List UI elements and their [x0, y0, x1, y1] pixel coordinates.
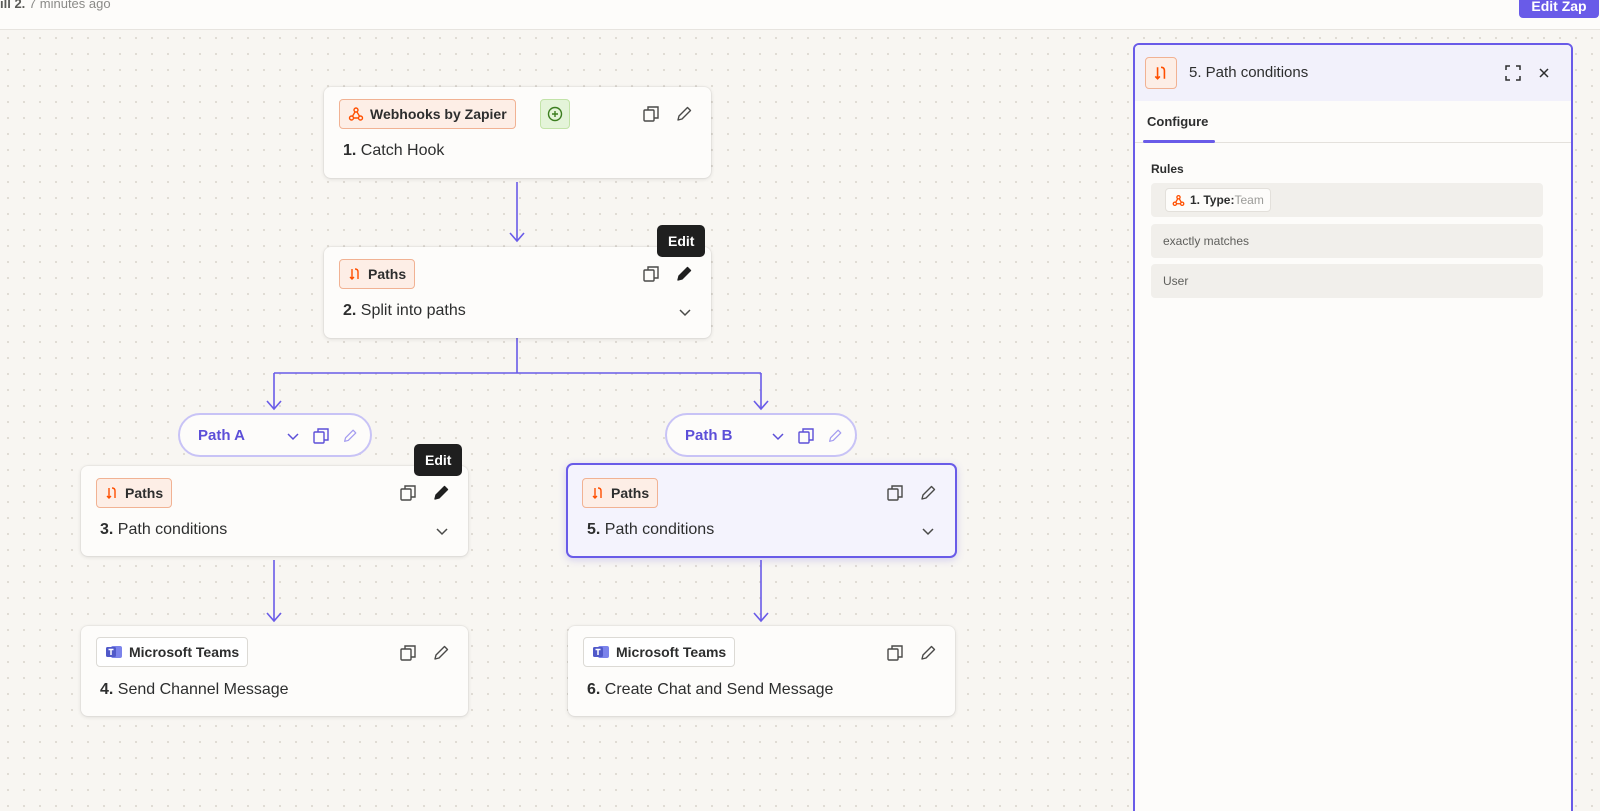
copy-icon[interactable]: [884, 482, 906, 504]
edit-tooltip: Edit: [414, 444, 463, 476]
paths-icon: [591, 486, 605, 500]
chevron-down-icon[interactable]: [284, 427, 302, 445]
copy-icon[interactable]: [884, 642, 906, 664]
pencil-icon[interactable]: [917, 482, 939, 504]
step-number: 1.: [343, 142, 357, 159]
chevron-down-icon[interactable]: [769, 427, 787, 445]
app-name: Paths: [368, 266, 407, 282]
step-number: 3.: [100, 521, 114, 538]
step-card-1[interactable]: Webhooks by Zapier 1. Catch Hook: [324, 87, 711, 178]
app-badge-webhooks: Webhooks by Zapier: [339, 99, 516, 129]
paths-icon: [348, 267, 362, 281]
copy-icon[interactable]: [310, 425, 332, 447]
step-number: 6.: [587, 681, 601, 698]
rules-label: Rules: [1151, 162, 1184, 176]
copy-icon[interactable]: [397, 482, 419, 504]
operator-value: exactly matches: [1163, 234, 1250, 248]
panel-header: 5. Path conditions: [1135, 45, 1571, 101]
rule-operator-select[interactable]: exactly matches: [1151, 224, 1543, 258]
step-number: 5.: [587, 521, 601, 538]
app-badge-paths: Paths: [582, 478, 659, 508]
step-title: 6. Create Chat and Send Message: [587, 681, 833, 699]
step-card-2[interactable]: Paths 2. Split into paths: [324, 247, 711, 338]
step-name: Path conditions: [117, 521, 228, 538]
pencil-icon[interactable]: [430, 642, 452, 664]
panel-title: 5. Path conditions: [1189, 64, 1309, 81]
path-b-pill[interactable]: Path B: [665, 413, 857, 457]
app-badge-teams: Microsoft Teams: [583, 637, 736, 667]
step-title: 2. Split into paths: [343, 302, 466, 320]
app-name: Paths: [611, 485, 650, 501]
path-label: Path A: [198, 427, 245, 444]
step-number: 2.: [343, 302, 357, 319]
pencil-icon[interactable]: [430, 482, 452, 504]
active-tab-indicator: [1143, 140, 1215, 143]
tab-configure[interactable]: Configure: [1147, 114, 1209, 129]
step-name: Create Chat and Send Message: [604, 681, 834, 698]
field-chip[interactable]: 1. Type:Team: [1165, 188, 1271, 212]
edit-zap-button[interactable]: Edit Zap: [1519, 0, 1599, 18]
step-title: 5. Path conditions: [587, 521, 714, 539]
chevron-down-icon[interactable]: [433, 522, 451, 540]
step-title: 1. Catch Hook: [343, 142, 444, 160]
pencil-icon[interactable]: [339, 425, 361, 447]
step-card-4[interactable]: Microsoft Teams 4. Send Channel Message: [81, 626, 468, 716]
step-card-5[interactable]: Paths 5. Path conditions: [566, 463, 957, 558]
step-name: Send Channel Message: [117, 681, 289, 698]
zap-status: ill 2. 7 minutes ago: [0, 0, 111, 11]
path-a-pill[interactable]: Path A: [178, 413, 372, 457]
app-badge-paths: Paths: [339, 259, 416, 289]
step-name: Split into paths: [360, 302, 466, 319]
pencil-icon[interactable]: [673, 263, 695, 285]
app-badge-teams: Microsoft Teams: [96, 637, 249, 667]
edit-tooltip: Edit: [657, 225, 706, 257]
step-details-panel: 5. Path conditions Configure Rules 1. Ty…: [1133, 43, 1573, 811]
webhook-icon: [1172, 194, 1185, 207]
chevron-down-icon[interactable]: [676, 303, 694, 321]
step-number: 4.: [100, 681, 114, 698]
webhook-icon: [348, 106, 364, 122]
chip-value: Team: [1234, 193, 1264, 207]
step-title: 3. Path conditions: [100, 521, 227, 539]
app-name: Microsoft Teams: [129, 644, 240, 660]
top-bar: ill 2. 7 minutes ago Edit Zap: [0, 0, 1600, 30]
status-version: ill 2.: [0, 0, 26, 11]
app-name: Webhooks by Zapier: [370, 106, 507, 122]
copy-icon[interactable]: [640, 103, 662, 125]
rule-value: User: [1163, 274, 1189, 288]
microsoft-teams-icon: [592, 644, 610, 660]
rule-value-input[interactable]: User: [1151, 264, 1543, 298]
path-label: Path B: [685, 427, 733, 444]
chevron-down-icon[interactable]: [919, 522, 937, 540]
pencil-icon[interactable]: [673, 103, 695, 125]
chip-key: 1. Type:: [1190, 193, 1235, 207]
copy-icon[interactable]: [640, 263, 662, 285]
pencil-icon[interactable]: [917, 642, 939, 664]
microsoft-teams-icon: [105, 644, 123, 660]
close-icon[interactable]: [1533, 62, 1555, 84]
paths-icon: [1145, 57, 1177, 89]
rule-field-input[interactable]: 1. Type:Team: [1151, 183, 1543, 217]
app-name: Microsoft Teams: [616, 644, 727, 660]
step-title: 4. Send Channel Message: [100, 681, 289, 699]
expand-icon[interactable]: [1502, 62, 1524, 84]
app-badge-paths: Paths: [96, 478, 173, 508]
step-card-6[interactable]: Microsoft Teams 6. Create Chat and Send …: [568, 626, 955, 716]
app-name: Paths: [125, 485, 164, 501]
step-name: Catch Hook: [360, 142, 445, 159]
paths-icon: [105, 486, 119, 500]
panel-tabs: Configure: [1135, 101, 1571, 143]
copy-icon[interactable]: [397, 642, 419, 664]
step-card-3[interactable]: Paths 3. Path conditions: [81, 466, 468, 556]
copy-icon[interactable]: [795, 425, 817, 447]
step-name: Path conditions: [604, 521, 715, 538]
plus-circle-icon[interactable]: [540, 99, 570, 129]
pencil-icon[interactable]: [824, 425, 846, 447]
status-time: 7 minutes ago: [28, 0, 111, 11]
